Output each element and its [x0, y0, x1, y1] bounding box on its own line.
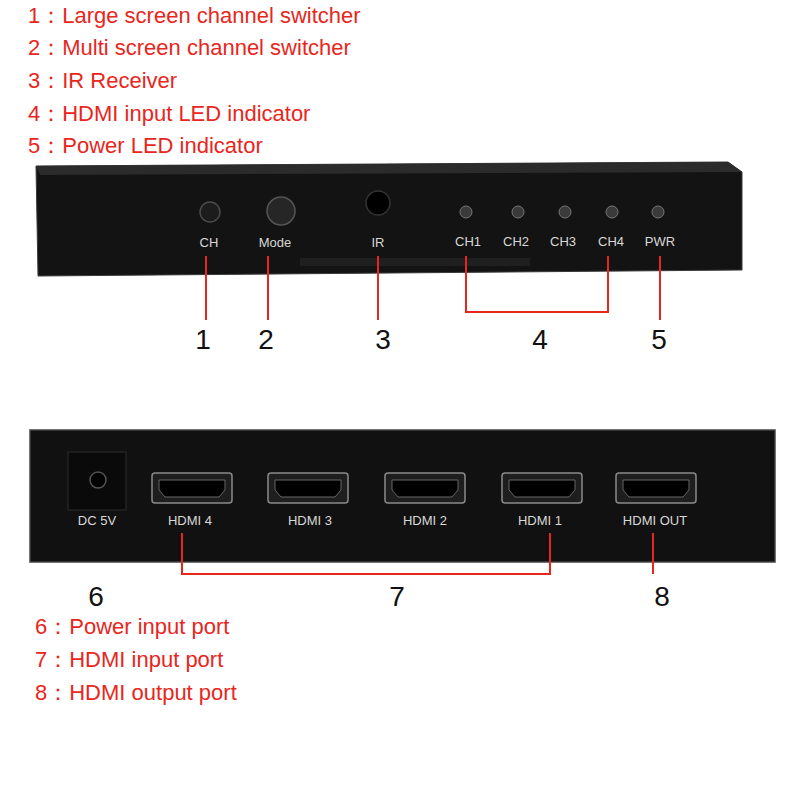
- panel-edge: [36, 162, 742, 175]
- callout-number: 3: [375, 325, 391, 356]
- panel-label: CH3: [550, 235, 576, 249]
- ch-button: [200, 202, 220, 222]
- port-label: HDMI 4: [168, 514, 212, 528]
- callout-number: 1: [195, 325, 211, 356]
- panel-label: CH2: [503, 235, 529, 249]
- callout-number: 4: [532, 325, 548, 356]
- leader-lines: [206, 256, 660, 320]
- front-panel: [36, 162, 742, 276]
- port-label: DC 5V: [78, 514, 116, 528]
- callout-number: 5: [651, 325, 667, 356]
- led-group: [460, 206, 664, 218]
- callout-number: 6: [88, 582, 104, 613]
- legend-line: 1：Large screen channel switcher: [28, 4, 361, 28]
- callout-number: 2: [258, 325, 274, 356]
- legend-line: 7：HDMI input port: [35, 648, 223, 672]
- legend-line: 8：HDMI output port: [35, 681, 237, 705]
- port-label: HDMI 3: [288, 514, 332, 528]
- panel-label: IR: [372, 236, 385, 250]
- panel-label: CH: [200, 236, 219, 250]
- panel-label: CH1: [455, 235, 481, 249]
- port-label: HDMI 1: [518, 514, 562, 528]
- ir-window: [366, 191, 390, 215]
- panel-label: CH4: [598, 235, 624, 249]
- legend-line: 2：Multi screen channel switcher: [28, 36, 351, 60]
- callout-number: 7: [389, 582, 405, 613]
- legend-line: 5：Power LED indicator: [28, 134, 263, 158]
- mode-button: [267, 197, 295, 225]
- hdmi-ports: [152, 473, 696, 503]
- callout-number: 8: [654, 582, 670, 613]
- back-panel: [30, 430, 775, 562]
- panel-label: Mode: [259, 236, 292, 250]
- power-recess: [68, 452, 126, 510]
- legend-line: 3：IR Receiver: [28, 69, 177, 93]
- port-label: HDMI 2: [403, 514, 447, 528]
- power-jack: [90, 472, 106, 488]
- legend-line: 4：HDMI input LED indicator: [28, 102, 310, 126]
- leader-lines: [182, 533, 653, 574]
- panel-groove: [300, 258, 530, 266]
- panel-label: PWR: [645, 235, 675, 249]
- legend-line: 6：Power input port: [35, 615, 229, 639]
- port-label: HDMI OUT: [623, 514, 687, 528]
